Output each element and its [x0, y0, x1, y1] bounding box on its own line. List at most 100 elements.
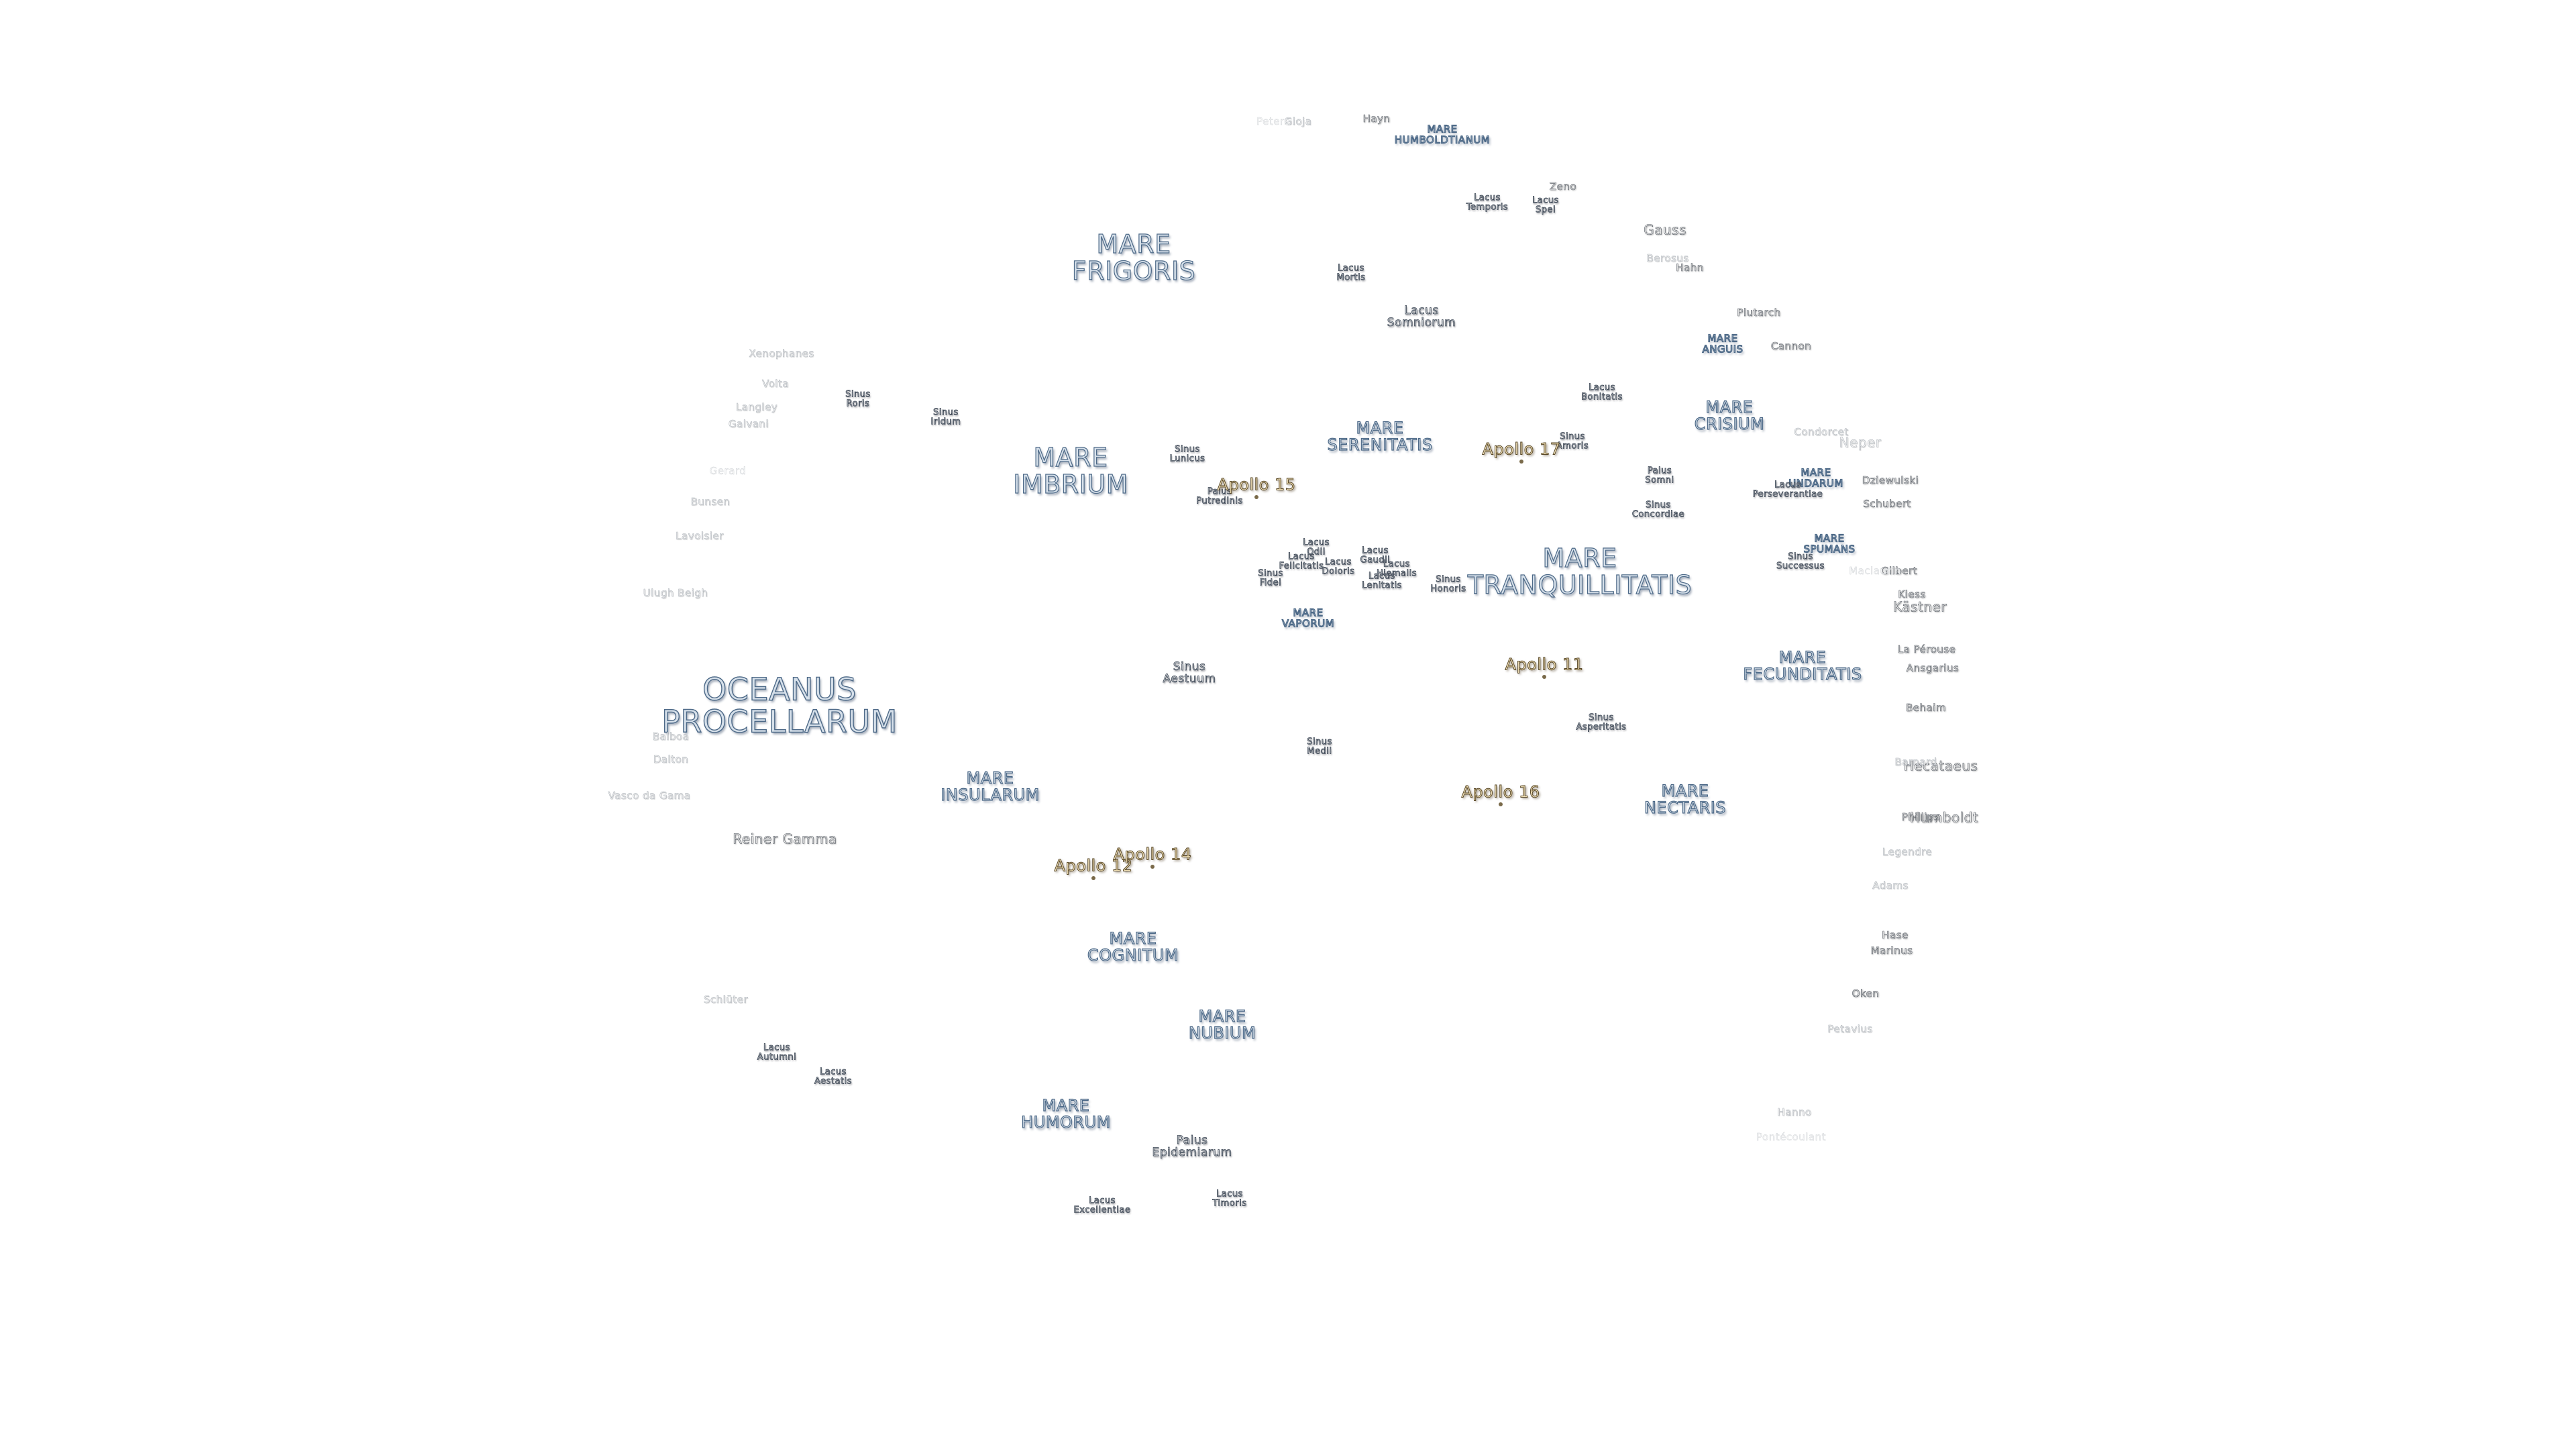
- label-crater-la-perouse: La Pérouse: [1897, 643, 1956, 656]
- label-lacus-mortis: Lacus Mortis: [1336, 263, 1366, 282]
- label-lacus-somniorum: Lacus Somniorum: [1387, 304, 1456, 329]
- label-crater-xenophanes: Xenophanes: [749, 347, 814, 360]
- label-mare-imbrium: MARE IMBRIUM: [1013, 443, 1128, 499]
- label-mare-fecunditatis: MARE FECUNDITATIS: [1743, 647, 1862, 684]
- label-apollo-12: Apollo 12: [1054, 856, 1133, 875]
- label-lacus-doloris: Lacus Doloris: [1322, 557, 1355, 576]
- label-lacus-aestatis: Lacus Aestatis: [814, 1067, 852, 1086]
- landing-site-marker: [1254, 495, 1258, 499]
- label-crater-berosus: Berosus: [1646, 252, 1689, 265]
- label-mare-tranquillitatis: MARE TRANQUILLITATIS: [1467, 543, 1693, 600]
- label-mare-frigoris: MARE FRIGORIS: [1071, 229, 1196, 286]
- label-lacus-temporis: Lacus Temporis: [1466, 193, 1509, 212]
- label-crater-maclaurin: Maclaurin: [1849, 565, 1901, 578]
- label-mare-vaporum: MARE VAPORUM: [1281, 606, 1335, 629]
- label-crater-hahn: Hahn: [1676, 262, 1704, 274]
- label-sinus-amoris: Sinus Amoris: [1556, 431, 1589, 451]
- label-sinus-honoris: Sinus Honoris: [1430, 574, 1466, 594]
- label-crater-balboa: Balboa: [652, 731, 690, 743]
- label-palus-putredinis: Palus Putredinis: [1196, 486, 1243, 506]
- label-lacus-excellentiae: Lacus Excellentiae: [1073, 1195, 1131, 1215]
- label-sinus-concordiae: Sinus Concordiae: [1631, 500, 1685, 519]
- label-mare-spumans: MARE SPUMANS: [1803, 532, 1856, 555]
- label-lacus-gaudii: Lacus Gaudii: [1360, 545, 1391, 565]
- label-crater-bunsen: Bunsen: [690, 496, 731, 508]
- label-apollo-16: Apollo 16: [1461, 782, 1540, 802]
- label-crater-zeno: Zeno: [1549, 180, 1577, 193]
- label-crater-reiner-gamma: Reiner Gamma: [733, 830, 837, 847]
- label-crater-behaim: Behaim: [1906, 702, 1946, 714]
- landing-site-marker: [1150, 865, 1155, 869]
- label-crater-schubert: Schubert: [1863, 498, 1911, 511]
- label-crater-hanno: Hanno: [1777, 1106, 1812, 1119]
- label-crater-langley: Langley: [735, 401, 778, 414]
- label-sinus-medii: Sinus Medii: [1307, 737, 1332, 756]
- label-lacus-timoris: Lacus Timoris: [1212, 1189, 1247, 1208]
- landing-site-marker: [1091, 876, 1095, 880]
- label-apollo-17: Apollo 17: [1482, 439, 1561, 459]
- label-sinus-asperitatis: Sinus Asperitatis: [1576, 712, 1627, 732]
- label-crater-lavoisier: Lavoisier: [676, 530, 724, 543]
- label-crater-marinus: Marinus: [1870, 945, 1913, 957]
- label-apollo-14: Apollo 14: [1113, 845, 1192, 864]
- label-crater-hase: Hase: [1882, 929, 1909, 942]
- label-lacus-perseverantiae: Lacus Perseverantiae: [1752, 480, 1823, 499]
- label-crater-dziewulski: Dziewulski: [1862, 474, 1919, 487]
- label-crater-neper: Neper: [1839, 434, 1882, 451]
- label-lacus-spei: Lacus Spei: [1532, 195, 1559, 215]
- landing-site-marker: [1499, 802, 1503, 806]
- label-mare-insularum: MARE INSULARUM: [941, 768, 1040, 804]
- label-crater-gauss: Gauss: [1644, 221, 1686, 238]
- label-lacus-felicitatis: Lacus Felicitatis: [1279, 551, 1324, 571]
- label-crater-petavius: Petavius: [1827, 1023, 1873, 1036]
- label-mare-nubium: MARE NUBIUM: [1188, 1006, 1256, 1042]
- label-lacus-autumni: Lacus Autumni: [757, 1042, 797, 1062]
- landing-site-marker: [1519, 460, 1523, 464]
- label-crater-plutarch: Plutarch: [1737, 307, 1781, 319]
- label-lacus-bonitatis: Lacus Bonitatis: [1581, 382, 1623, 402]
- label-sinus-lunicus: Sinus Lunicus: [1169, 444, 1205, 464]
- label-palus-somni: Palus Somni: [1645, 466, 1674, 485]
- label-mare-humboldtianum: MARE HUMBOLDTIANUM: [1394, 123, 1491, 146]
- label-mare-cognitum: MARE COGNITUM: [1087, 928, 1179, 965]
- label-crater-cannon: Cannon: [1770, 340, 1812, 353]
- label-crater-condorcet: Condorcet: [1794, 426, 1849, 439]
- label-crater-barnard: Barnard: [1894, 756, 1937, 769]
- label-crater-vasco-da-gama: Vasco da Gama: [608, 790, 691, 802]
- label-crater-galvani: Galvani: [728, 418, 769, 431]
- label-crater-gioja: Gioja: [1284, 115, 1312, 128]
- label-crater-volta: Volta: [761, 378, 790, 390]
- label-mare-humorum: MARE HUMORUM: [1021, 1095, 1111, 1132]
- label-mare-crisium: MARE CRISIUM: [1694, 397, 1765, 433]
- label-sinus-fidei: Sinus Fidei: [1258, 568, 1283, 588]
- label-crater-ansgarius: Ansgarius: [1906, 662, 1960, 675]
- label-crater-gerard: Gerard: [709, 465, 747, 478]
- label-lacus-hiemalis: Lacus Hiemalis: [1376, 559, 1417, 578]
- label-crater-kiess: Kiess: [1898, 588, 1926, 601]
- label-lacus-lenitatis: Lacus Lenitatis: [1362, 571, 1402, 590]
- label-mare-undarum: MARE UNDARUM: [1788, 466, 1843, 489]
- label-apollo-15: Apollo 15: [1217, 475, 1296, 494]
- label-crater-hecataeus: Hecataeus: [1903, 757, 1978, 774]
- label-crater-dalton: Dalton: [653, 753, 689, 766]
- label-sinus-successus: Sinus Successus: [1776, 551, 1825, 571]
- label-lacus-odii: Lacus Odii: [1303, 537, 1330, 557]
- label-crater-adams: Adams: [1872, 879, 1909, 892]
- label-crater-gilbert: Gilbert: [1880, 565, 1918, 578]
- label-crater-ulugh-beigh: Ulugh Beigh: [643, 587, 708, 600]
- label-mare-nectaris: MARE NECTARIS: [1644, 781, 1727, 817]
- label-crater-hayn: Hayn: [1362, 113, 1391, 125]
- label-crater-kastner: Kästner: [1893, 598, 1947, 615]
- label-crater-pontecoulant: Pontécoulant: [1756, 1131, 1826, 1144]
- label-mare-anguis: MARE ANGUIS: [1702, 332, 1743, 355]
- label-crater-legendre: Legendre: [1882, 846, 1933, 859]
- label-oceanus-procellarum: OCEANUS PROCELLARUM: [661, 671, 898, 740]
- label-apollo-11: Apollo 11: [1505, 655, 1584, 674]
- label-crater-schluter: Schlüter: [703, 994, 749, 1006]
- label-crater-phillips: Phillips: [1901, 811, 1940, 824]
- label-crater-humboldt: Humboldt: [1909, 809, 1979, 826]
- landing-site-marker: [1542, 675, 1546, 679]
- label-mare-serenitatis: MARE SERENITATIS: [1327, 418, 1433, 454]
- label-sinus-iridum: Sinus Iridum: [930, 407, 961, 427]
